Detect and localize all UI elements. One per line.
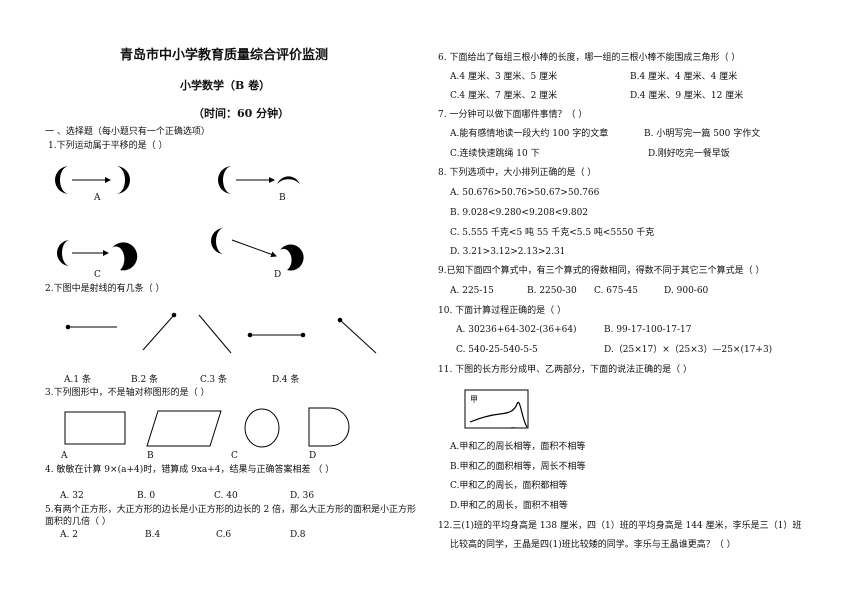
arrow-diagonal bbox=[231, 239, 277, 258]
q3-label-a: A bbox=[61, 451, 68, 461]
q9-option-d: D. 900-60 bbox=[664, 286, 709, 296]
q6-option-b: B.4 厘米、4 厘米、4 厘米 bbox=[630, 72, 738, 82]
ray-2 bbox=[142, 314, 175, 351]
q10-option-a: A. 30236+64-302-(36+64) bbox=[456, 325, 577, 335]
question-9: 9.已知下面四个算式中，有三个算式的得数相同，得数不同于其它三个算式是（ ） bbox=[438, 266, 765, 276]
q3-label-d: D bbox=[309, 451, 317, 461]
q4-option-c: C. 40 bbox=[214, 491, 238, 501]
question-1: 1.下列运动属于平移的是（ ） bbox=[48, 141, 168, 151]
parallelogram-shape bbox=[146, 410, 222, 447]
q1-label-c: C bbox=[94, 270, 101, 280]
q6-option-c: C.4 厘米、7 厘米、2 厘米 bbox=[450, 91, 558, 101]
q8-option-c: C. 5.555 千克<5 吨 55 千克<5.5 吨<5550 千克 bbox=[450, 228, 655, 238]
q3-figures bbox=[64, 407, 350, 448]
q11-option-a: A.甲和乙的周长相等，面积不相等 bbox=[450, 442, 586, 452]
crescent-shape bbox=[218, 166, 232, 194]
question-12-line1: 12.三(1)班的平均身高是 138 厘米，四（1）班的平均身高是 144 厘米… bbox=[438, 521, 802, 531]
question-12-line2: 比较高的同学，王晶是四(1)班比较矮的同学。李乐与王晶谁更高？（ ） bbox=[450, 540, 736, 550]
exam-title: 青岛市中小学教育质量综合评价监测 bbox=[120, 48, 329, 63]
crescent-shape bbox=[112, 242, 138, 271]
q1-label-b: B bbox=[279, 193, 286, 203]
section-heading: 一 、选择题（每小题只有一个正确选项） bbox=[45, 127, 210, 137]
q7-option-c: C.连续快速跳绳 10 下 bbox=[450, 149, 540, 159]
rectangle-divided bbox=[464, 389, 529, 429]
q11-option-b: B.甲和乙的面积相等，周长不相等 bbox=[450, 462, 586, 472]
exam-subject: 小学数学（B 卷） bbox=[180, 79, 271, 92]
ray-5 bbox=[339, 319, 377, 354]
q2-option-c: C.3 条 bbox=[200, 375, 228, 385]
line-3 bbox=[198, 314, 232, 354]
q1-figure-a bbox=[55, 166, 130, 194]
q9-option-b: B. 2250-30 bbox=[527, 286, 577, 296]
circle-shape bbox=[244, 408, 280, 448]
q11-option-c: C.甲和乙的周长，面积都相等 bbox=[450, 481, 568, 491]
q1-figure-b bbox=[218, 166, 300, 194]
dividing-curve bbox=[469, 401, 528, 428]
question-8: 8. 下列选项中，大小排列正确的是（ ） bbox=[438, 168, 597, 178]
question-4: 4. 敏敏在计算 9×(a+4)时，错算成 9xa+4，结果与正确答案相差 （ … bbox=[45, 465, 335, 475]
q1-figure-c bbox=[57, 240, 138, 271]
q4-option-a: A. 32 bbox=[60, 491, 84, 501]
q6-option-a: A.4 厘米、3 厘米、5 厘米 bbox=[450, 72, 558, 82]
question-6: 6. 下面给出了每组三根小棒的长度，哪一组的三根小棒不能围成三角形（ ） bbox=[438, 53, 741, 63]
q10-option-b: B. 99-17-100-17-17 bbox=[604, 325, 692, 335]
q7-option-d: D.刚好吃完一餐早饭 bbox=[648, 149, 730, 159]
q5-option-a: A. 2 bbox=[60, 530, 78, 540]
exam-time: （时间：60 分钟） bbox=[193, 107, 290, 120]
q8-option-d: D. 3.21>3.12>2.13>2.31 bbox=[450, 247, 566, 257]
q1-label-d: D bbox=[274, 270, 282, 280]
crescent-shape bbox=[277, 176, 300, 185]
q4-option-d: D. 36 bbox=[290, 491, 315, 501]
small-mark: — bbox=[511, 424, 515, 429]
q4-option-b: B. 0 bbox=[137, 491, 156, 501]
q7-option-a: A.能有感情地读一段大约 100 字的文章 bbox=[450, 129, 609, 139]
question-5-line2: 面积的几倍（ ） bbox=[45, 517, 111, 527]
question-11: 11. 下图的长方形分成甲、乙两部分，下面的说法正确的是（ ） bbox=[438, 365, 693, 375]
q10-option-c: C. 540-25-540-5-5 bbox=[456, 345, 538, 355]
q11-option-d: D.甲和乙的周长，面积不相等 bbox=[450, 501, 568, 511]
q2-option-a: A.1 条 bbox=[64, 375, 91, 385]
q9-option-a: A. 225-15 bbox=[450, 286, 494, 296]
q9-option-c: C. 675-45 bbox=[594, 286, 638, 296]
crescent-shape bbox=[57, 240, 70, 266]
q11-figure-label: 甲 bbox=[470, 395, 478, 404]
question-10: 10. 下面计算过程正确的是（ ） bbox=[438, 306, 567, 316]
q5-option-d: D.8 bbox=[290, 530, 306, 540]
q5-option-c: C.6 bbox=[216, 530, 232, 540]
question-3: 3.下列图形中，不是轴对称图形的是（ ） bbox=[45, 388, 210, 398]
q5-option-b: B.4 bbox=[145, 530, 161, 540]
q6-option-d: D.4 厘米、9 厘米、12 厘米 bbox=[630, 91, 744, 101]
question-7: 7. 一分钟可以做下面哪件事情？（ ） bbox=[438, 110, 588, 120]
q1-label-a: A bbox=[94, 193, 101, 203]
d-shape bbox=[308, 407, 350, 447]
crescent-shape bbox=[280, 244, 304, 271]
q2-option-b: B.2 条 bbox=[131, 375, 159, 385]
q2-figures bbox=[65, 312, 377, 354]
q1-figure-d bbox=[211, 228, 304, 271]
q8-option-a: A. 50.676>50.76>50.67>50.766 bbox=[450, 188, 600, 198]
q11-figure: — bbox=[464, 389, 529, 429]
q3-label-c: C bbox=[231, 451, 238, 461]
crescent-shape bbox=[211, 228, 224, 254]
q8-option-b: B. 9.028<9.280<9.208<9.802 bbox=[450, 208, 589, 218]
q7-option-b: B. 小明写完一篇 500 字作文 bbox=[644, 129, 761, 139]
q2-option-d: D.4 条 bbox=[272, 375, 300, 385]
q3-label-b: B bbox=[147, 451, 154, 461]
q10-option-d: D.（25×17）×（25×3）—25×(17+3) bbox=[604, 345, 773, 355]
rectangle-shape bbox=[64, 411, 126, 445]
question-5-line1: 5.有两个正方形，大正方形的边长是小正方形的边长的 2 倍，那么大正方形的面积是… bbox=[45, 505, 417, 515]
question-2: 2.下图中是射线的有几条（ ） bbox=[45, 284, 165, 294]
crescent-shape bbox=[116, 166, 130, 194]
crescent-shape bbox=[55, 166, 69, 194]
